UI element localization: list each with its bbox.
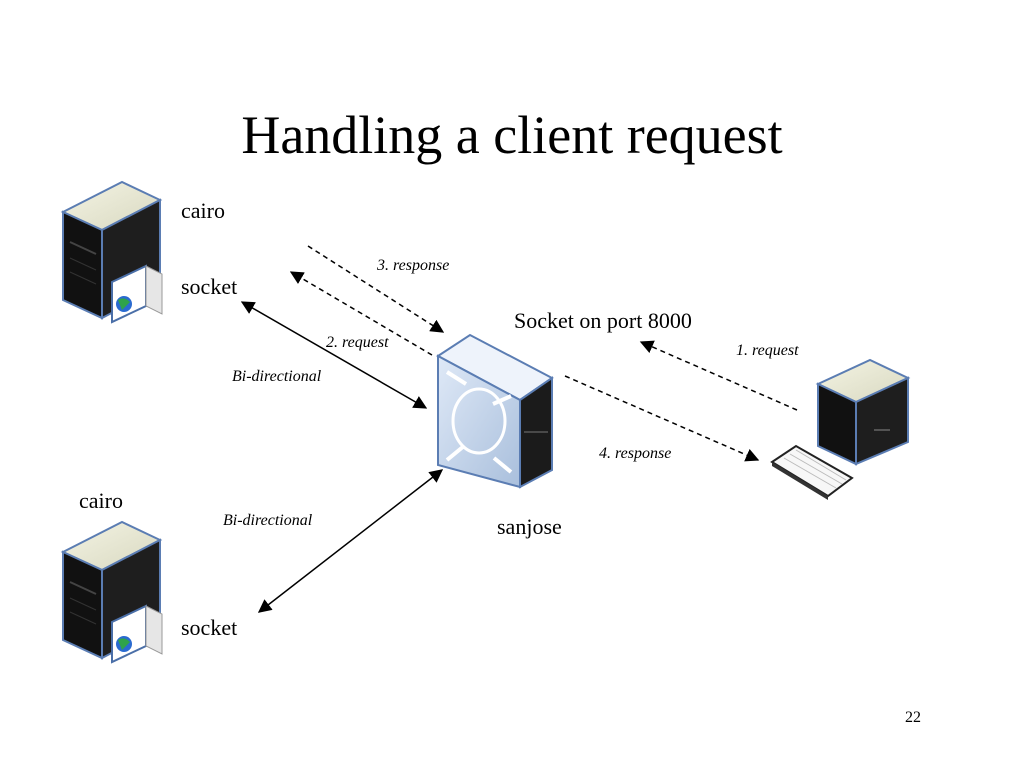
bottom-link-label: Bi-directional [223,512,313,529]
server-port-label: Socket on port 8000 [514,308,692,333]
router-server-icon [436,333,554,489]
step2-label: 2. request [326,334,389,351]
top-bidirectional-connection [240,301,428,409]
step1-request-arrow [639,340,798,411]
step2-request-arrow [289,271,433,356]
globe-folder-icon [111,604,163,664]
top-socket-label: socket [181,274,238,299]
workstation-icon [815,358,911,466]
slide-title: Handling a client request [241,105,783,165]
server-name-label: sanjose [497,514,562,539]
keyboard-icon [770,444,854,500]
step4-label: 4. response [599,445,672,462]
globe-folder-icon [111,264,163,324]
step1-label: 1. request [736,342,799,359]
step3-label: 3. response [377,257,450,274]
top-link-label: Bi-directional [232,368,322,385]
step4-response-arrow [564,375,760,462]
bottom-socket-label: socket [181,615,238,640]
page-number: 22 [905,709,921,726]
bottom-bidirectional-connection [257,469,444,613]
bottom-host-label: cairo [79,488,123,513]
top-host-label: cairo [181,198,225,223]
